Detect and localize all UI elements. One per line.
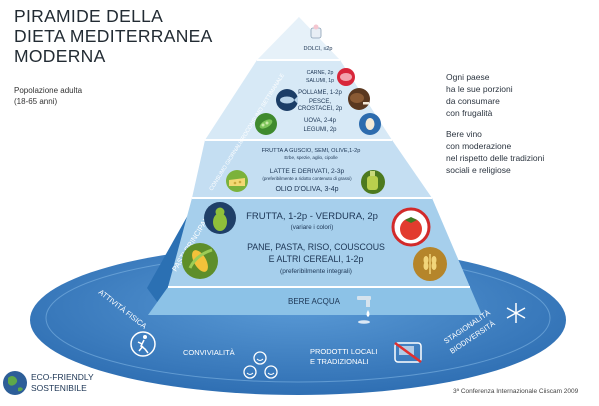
daily-nuts: FRUTTA A GUSCIO, SEMI, OLIVE,1-2p [262,148,361,154]
credit-text: 3ª Conferenza Internazionale Ciiscam 200… [453,388,579,395]
conviviality-label: CONVIVIALITÀ [183,348,235,357]
egg-icon [359,113,381,135]
eco-line-2: SOSTENIBILE [31,383,87,393]
no-transport-icon [394,341,422,364]
smiley-faces-icon [243,351,278,379]
weekly-item-3: POLLAME, 1-2p [298,90,342,96]
meals-grains-1: PANE, PASTA, RISO, COUSCOUS [247,242,385,252]
meals-grains-2: E ALTRI CEREALI, 1-2p [269,254,364,264]
weekly-item-7: LEGUMI, 2p [303,127,337,133]
eco-label: ECO-FRIENDLY SOSTENIBILE [31,372,94,394]
daily-oil: OLIO D'OLIVA, 3-4p [275,186,338,193]
snowflake-icon [506,303,526,323]
water-text: BERE ACQUA [288,297,341,306]
weekly-item-5: CROSTACEI, 2p [298,106,343,112]
globe-icon [3,371,27,395]
daily-dairy-note: (preferibilmente a ridotto contenuto di … [262,176,352,181]
note-portions: Ogni paese ha le sue porzioni da consuma… [446,72,513,118]
daily-dairy: LATTE E DERIVATI, 2-3p [270,168,345,175]
page-title: PIRAMIDE DELLA DIETA MEDITERRANEA MODERN… [14,6,213,66]
corn-icon [182,243,218,279]
note-wine: Bere vino con moderazione nel rispetto d… [446,129,545,175]
meals-fruit: FRUTTA, 1-2p - VERDURA, 2p [246,211,378,222]
local-label-1: PRODOTTI LOCALI [310,347,378,356]
tier-water [148,287,482,315]
sweets-text: DOLCI, ≤2p [303,46,332,52]
weekly-item-4: PESCE, [309,99,331,105]
running-icon [130,331,156,357]
daily-herbs: Erbe, spezie, aglio, cipolle [284,155,338,160]
eco-line-1: ECO-FRIENDLY [31,372,94,382]
weekly-item-2: SALUMI, 1p [306,78,334,84]
olive-oil-icon [361,170,385,194]
meals-grains-note: (preferibilmente integrali) [280,268,352,275]
peas-icon [255,113,277,135]
chicken-icon [348,88,370,110]
cheese-icon [226,170,248,192]
pear-icon [204,202,236,234]
subtitle: Popolazione adulta (18-65 anni) [14,86,83,106]
tier-top [257,17,340,60]
tomato-icon [391,207,431,247]
faucet-icon [357,296,371,324]
meat-icon [337,68,355,86]
wheat-icon [413,247,447,281]
fish-icon [276,89,298,111]
weekly-item-1: CARNE, 2p [307,70,334,76]
sweets-icon [310,24,322,39]
local-label-2: E TRADIZIONALI [310,357,369,366]
meals-fruit-note: (variare i colori) [291,224,334,231]
weekly-item-6: UOVA, 2-4p [304,118,337,124]
